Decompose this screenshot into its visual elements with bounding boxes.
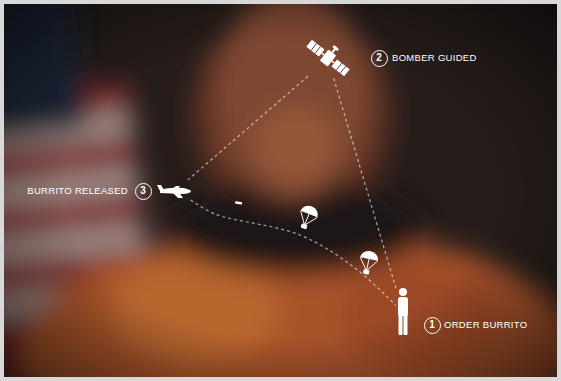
person-body (398, 297, 408, 316)
step-label: BURRITO RELEASED (27, 185, 128, 197)
panel-grid (311, 43, 346, 73)
antenna-dish (332, 45, 339, 52)
parachute-lines (296, 211, 317, 229)
drone-icon (157, 185, 191, 198)
step-label: ORDER BURRITO (444, 319, 527, 331)
step-label: BOMBER GUIDED (392, 52, 477, 64)
step-node: 2BOMBER GUIDED (308, 40, 348, 78)
falling-burrito (235, 201, 242, 205)
parachute-payload (363, 269, 370, 275)
person-icon (398, 288, 408, 335)
dashed-connector (191, 200, 396, 306)
solar-panel (306, 40, 324, 57)
step-node: 1ORDER BURRITO (396, 288, 410, 336)
panel-arm (331, 60, 334, 63)
drone-wing (172, 192, 183, 198)
callout-number: 1 (424, 317, 441, 334)
parachute-canopy (360, 249, 379, 261)
satellite-icon (305, 32, 356, 78)
drone-tail (157, 185, 164, 191)
parachute-canopy (301, 203, 321, 217)
person-head (399, 288, 407, 296)
dashed-connector (334, 78, 396, 288)
person-leg (404, 314, 408, 335)
parachute-icon (357, 249, 379, 276)
parachute-icon (295, 203, 320, 232)
panel-arm (321, 52, 324, 55)
parachute-payload (300, 223, 307, 229)
callout-number: 2 (371, 50, 388, 67)
person-leg (399, 314, 403, 335)
drone-wing (172, 186, 180, 189)
dashed-connector (185, 76, 308, 182)
solar-panel (332, 59, 350, 76)
callout-number: 3 (135, 183, 152, 200)
step-node: 3BURRITO RELEASED (158, 182, 192, 200)
